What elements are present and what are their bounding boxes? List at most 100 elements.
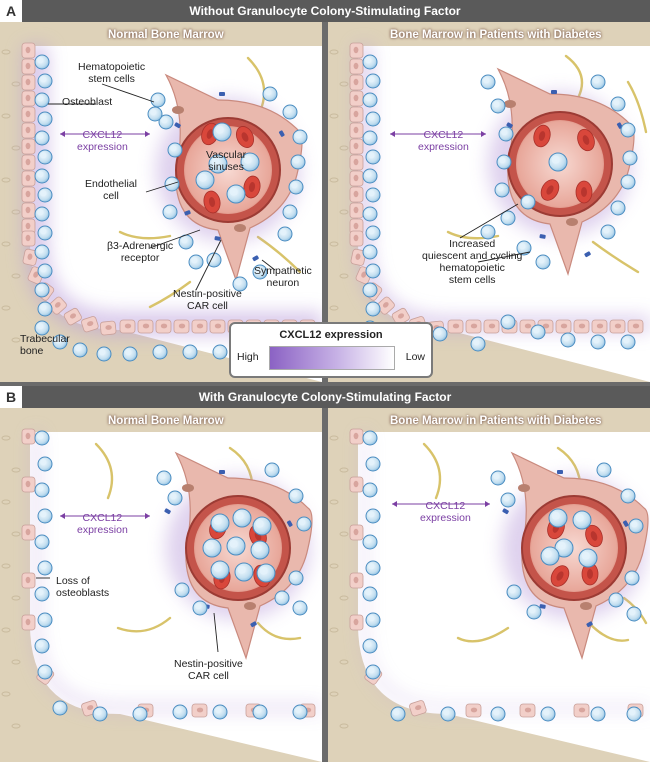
bone-lacuna — [11, 595, 21, 601]
stem-cell-nucleus — [40, 511, 47, 518]
osteoblast-nucleus — [33, 271, 39, 278]
stem-cell-nucleus — [150, 109, 157, 116]
osteoblast-nucleus — [470, 707, 478, 713]
panel-b-normal-heading: Normal Bone Marrow — [108, 415, 224, 427]
adrenergic-receptor — [278, 130, 285, 137]
osteoblast — [155, 319, 172, 334]
legend-title: CXCL12 expression — [279, 329, 383, 341]
bone-lacuna — [1, 241, 11, 247]
stem-cell-nucleus — [37, 171, 44, 178]
osteoblast-nucleus — [25, 432, 31, 440]
osteoblast — [349, 572, 364, 589]
cxcl12-arrowhead — [390, 131, 395, 137]
stem-cell-nucleus — [613, 203, 620, 210]
stem-cell-nucleus — [443, 709, 450, 716]
stem-cell-nucleus — [623, 125, 630, 132]
adrenergic-receptor — [219, 92, 225, 96]
osteoblast — [349, 170, 364, 187]
osteoblast-nucleus — [196, 323, 204, 329]
label-cxcl12: CXCL12 expression — [77, 129, 128, 153]
osteoblast-nucleus — [25, 126, 31, 134]
cxcl12-arrowhead — [392, 501, 397, 507]
osteoblast-nucleus — [353, 480, 359, 488]
stem-cell-nucleus — [229, 187, 238, 196]
stem-cell-nucleus — [551, 511, 560, 520]
osteoblast-nucleus — [353, 62, 359, 70]
osteoblast — [137, 319, 154, 334]
osteoblast-nucleus — [353, 110, 359, 118]
section-a-header: A Without Granulocyte Colony-Stimulating… — [0, 0, 650, 22]
panel-b-normal: Normal Bone Marrow CXCL12 expression Los… — [0, 408, 322, 762]
osteoblast-nucleus — [160, 323, 168, 329]
osteoblast — [209, 319, 226, 334]
bone-lacuna — [339, 467, 349, 473]
label-adrenergic-receptor: β3-Adrenergic receptor — [107, 240, 174, 264]
stem-cell-nucleus — [631, 521, 638, 528]
bone-lacuna — [329, 499, 339, 505]
adrenergic-receptor — [252, 255, 259, 262]
leader-line — [149, 229, 201, 249]
panel-b-diabetes-heading: Bone Marrow in Patients with Diabetes — [390, 415, 602, 427]
stem-cell-nucleus — [170, 493, 177, 500]
red-blood-cell-center — [587, 569, 593, 579]
adrenergic-receptor — [539, 234, 546, 239]
stem-cell-nucleus — [368, 459, 375, 466]
stem-cell-nucleus — [368, 563, 375, 570]
stem-cell-nucleus — [497, 185, 504, 192]
label-trabecular-bone: Trabecular bone — [20, 333, 70, 357]
osteoblast — [21, 202, 36, 219]
sympathetic-neuron — [256, 235, 302, 274]
stem-cell-nucleus — [40, 459, 47, 466]
red-blood-cell-center — [546, 185, 554, 195]
osteoblast-nucleus — [560, 323, 568, 329]
osteoblast — [349, 202, 364, 219]
stem-cell-nucleus — [37, 589, 44, 596]
bone-lacuna — [1, 305, 11, 311]
red-blood-cell-center — [590, 531, 598, 541]
stem-cell-nucleus — [503, 213, 510, 220]
osteoblast — [349, 42, 364, 59]
stem-cell-nucleus — [501, 129, 508, 136]
bone-lacuna — [1, 499, 11, 505]
label-cxcl12-diabetes-b: CXCL12 expression — [420, 500, 471, 524]
label-sympathetic-neuron: Sympathetic neuron — [254, 265, 312, 289]
stem-cell-nucleus — [435, 329, 442, 336]
stem-cell-nucleus — [629, 609, 636, 616]
stem-cell-nucleus — [195, 603, 202, 610]
bone-lacuna — [11, 659, 21, 665]
leader-line — [145, 181, 179, 193]
sympathetic-neuron — [116, 616, 172, 633]
section-a-title: Without Granulocyte Colony-Stimulating F… — [189, 4, 461, 18]
stem-cell-nucleus — [37, 133, 44, 140]
bone-lacuna — [339, 595, 349, 601]
stem-cell-nucleus — [538, 257, 545, 264]
adrenergic-receptor — [250, 621, 257, 628]
stem-cell-nucleus — [581, 551, 590, 560]
stem-cell-nucleus — [293, 157, 300, 164]
osteoblast-nucleus — [355, 253, 361, 260]
bone-lacuna — [1, 691, 11, 697]
stem-cell-nucleus — [593, 709, 600, 716]
red-blood-cell-center — [581, 187, 587, 197]
bone-lacuna — [1, 435, 11, 441]
stem-cell-nucleus — [215, 707, 222, 714]
stem-cell-nucleus — [135, 709, 142, 716]
stem-cell-nucleus — [267, 465, 274, 472]
osteoblast-nucleus — [353, 234, 359, 242]
osteoblast — [191, 703, 208, 718]
cxcl12-arrowhead — [145, 131, 150, 137]
adrenergic-receptor — [164, 508, 171, 515]
bone-lacuna — [339, 145, 349, 151]
sympathetic-neuron — [591, 240, 640, 274]
osteoblast — [376, 296, 395, 315]
osteoblast — [519, 703, 536, 718]
osteoblast — [349, 230, 364, 247]
car-cell-nucleus — [182, 484, 194, 492]
bone-lacuna — [339, 531, 349, 537]
osteoblast-nucleus — [196, 707, 204, 713]
bone-lacuna — [339, 209, 349, 215]
sympathetic-neuron — [118, 230, 172, 240]
sympathetic-neuron — [256, 621, 302, 641]
osteoblast-nucleus — [524, 323, 532, 329]
stem-cell-nucleus — [175, 707, 182, 714]
